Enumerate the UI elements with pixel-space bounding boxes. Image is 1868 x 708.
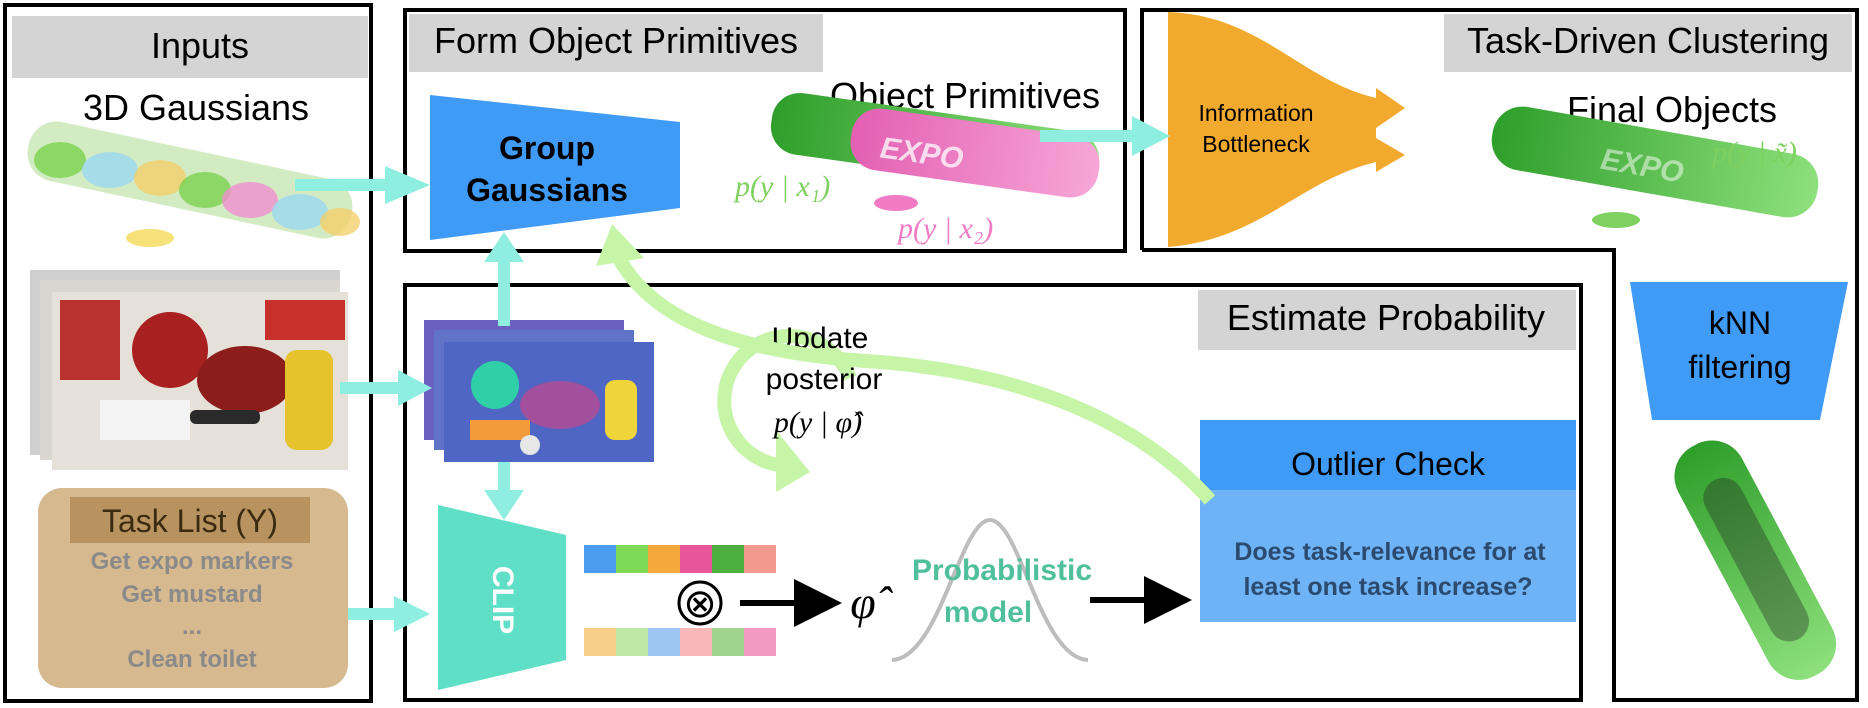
prob-label-2: model: [944, 596, 1032, 629]
update-formula: p(y | φ̂): [772, 406, 864, 439]
knn-label-2: filtering: [1688, 349, 1791, 385]
probabilistic-model: Probabilistic model: [891, 517, 1092, 662]
prob-label-1: Probabilistic: [912, 554, 1092, 587]
bottleneck-label-2: Bottleneck: [1202, 131, 1310, 157]
feature-vector-top: [584, 545, 776, 573]
phi-hat: φ̂: [850, 577, 893, 628]
update-posterior-loop: Update posterior p(y | φ̂): [717, 322, 883, 492]
connector-arrows: [295, 116, 1170, 632]
feedback-arrow: [596, 224, 1216, 505]
gaussians-label: 3D Gaussians: [83, 87, 309, 128]
estimate-panel: Estimate Probability Update posterior p(…: [403, 283, 1583, 702]
estimate-title: Estimate Probability: [1227, 297, 1545, 338]
task-list-title: Task List (Y): [102, 503, 278, 539]
knn-filtering-block: kNN filtering: [1630, 282, 1848, 420]
p-xtilde-label: p(y | x̃): [1710, 136, 1797, 169]
feature-segment: [616, 628, 648, 656]
feature-segment: [712, 628, 744, 656]
feature-segment: [712, 545, 744, 573]
primitives-title: Form Object Primitives: [434, 20, 798, 61]
feature-segment: [584, 545, 616, 573]
update-label-2: posterior: [766, 363, 883, 396]
task-item: ...: [182, 613, 202, 640]
otimes-circle: [677, 580, 723, 626]
group-gaussians-block: Group Gaussians: [430, 95, 680, 240]
outlier-check: Outlier Check Does task-relevance for at…: [1200, 420, 1576, 622]
task-item: Clean toilet: [127, 646, 256, 673]
feature-vector-bottom: [584, 628, 776, 656]
group-label-1: Group: [499, 130, 595, 166]
p-x2-label: p(y | x₂): [896, 212, 993, 245]
outlier-question-1: Does task-relevance for at: [1234, 538, 1546, 566]
information-bottleneck: Information Bottleneck: [1168, 12, 1405, 247]
feature-segment: [584, 628, 616, 656]
feature-segment: [648, 545, 680, 573]
segmented-image-stack: [424, 320, 654, 462]
inputs-panel: Inputs 3D Gaussians: [3, 3, 373, 703]
feature-segment: [744, 545, 776, 573]
inputs-title: Inputs: [151, 25, 249, 66]
p-x1-label: p(y | x₁): [733, 170, 830, 203]
final-marker-image: EXPO: [1491, 106, 1819, 228]
clustering-panel: Task-Driven Clustering Information Bottl…: [1140, 8, 1859, 702]
outlier-question-2: least one task increase?: [1243, 573, 1532, 601]
feature-segment: [648, 628, 680, 656]
primitives-panel: Form Object Primitives Group Gaussians O…: [403, 8, 1127, 253]
bottleneck-label-1: Information: [1198, 100, 1313, 126]
clustering-title: Task-Driven Clustering: [1467, 20, 1829, 61]
task-item: Get expo markers: [91, 548, 294, 575]
otimes-symbol: ⊗: [683, 582, 717, 626]
group-label-2: Gaussians: [466, 172, 628, 208]
feature-segment: [744, 628, 776, 656]
primitive-marker-image: EXPO: [770, 92, 1100, 211]
outlier-title: Outlier Check: [1291, 446, 1486, 482]
gaussian-marker-image: [27, 121, 360, 247]
knn-label-1: kNN: [1709, 305, 1771, 341]
clip-label: CLIP: [486, 566, 519, 634]
clip-block: CLIP: [438, 505, 566, 690]
task-item: Get mustard: [121, 581, 262, 608]
task-list: Task List (Y) Get expo markers Get musta…: [38, 488, 348, 688]
feature-segment: [680, 545, 712, 573]
feature-segment: [616, 545, 648, 573]
scene-photo-image: [30, 270, 348, 470]
feature-segment: [680, 628, 712, 656]
filtered-marker-image: [1674, 440, 1837, 680]
